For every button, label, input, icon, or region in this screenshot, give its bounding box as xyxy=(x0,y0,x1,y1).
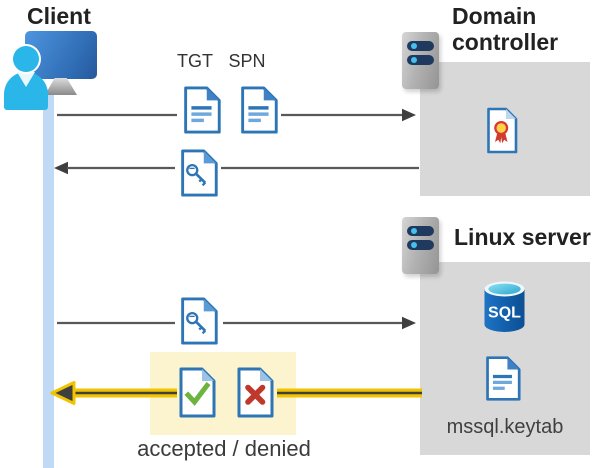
ticket-arrow-left xyxy=(54,161,419,175)
result-arrow-left xyxy=(50,381,422,405)
check-icon xyxy=(184,381,211,406)
cross-icon xyxy=(245,384,266,405)
keytab-document-icon xyxy=(486,356,521,401)
denied-document-icon xyxy=(237,367,274,418)
server-bar-icon xyxy=(407,41,434,51)
keytab-file-label: mssql.keytab xyxy=(446,416,564,438)
linux-server-title: Linux server xyxy=(454,224,591,250)
key-document-icon xyxy=(181,297,218,345)
accepted-denied-label: accepted / denied xyxy=(137,436,311,461)
arrowhead-right-icon xyxy=(402,108,416,122)
sql-badge-text: SQL xyxy=(488,305,521,322)
linux-server-icon xyxy=(402,217,439,274)
tgt-label: TGT xyxy=(177,51,213,71)
server-led-icon xyxy=(411,57,417,63)
server-bar-icon xyxy=(407,240,434,250)
accepted-document-icon xyxy=(179,367,216,418)
server-led-icon xyxy=(411,43,417,49)
tgt-document-icon xyxy=(184,86,221,134)
domain-controller-title: Domain controller xyxy=(452,3,559,55)
server-bar-icon xyxy=(407,226,434,236)
service-request-arrow-right xyxy=(57,316,416,330)
arrowhead-left-icon xyxy=(54,161,68,175)
user-collar xyxy=(17,72,35,87)
client-title: Client xyxy=(27,3,91,29)
arrowhead-right-icon xyxy=(402,316,416,330)
server-bar-icon xyxy=(407,55,434,65)
spn-document-icon xyxy=(241,86,278,134)
server-led-icon xyxy=(411,228,417,234)
key-document-icon xyxy=(181,149,218,197)
client-lifeline xyxy=(43,92,54,468)
server-led-icon xyxy=(411,242,417,248)
certificate-icon xyxy=(487,107,518,154)
spn-label: SPN xyxy=(228,51,266,71)
user-icon xyxy=(4,72,48,110)
request-arrow-right xyxy=(57,108,416,122)
user-head-icon xyxy=(13,46,39,72)
monitor-stand xyxy=(45,78,77,95)
arrowhead-left-gold-icon xyxy=(50,381,76,405)
sql-database-icon: SQL xyxy=(484,281,525,332)
domain-controller-server-icon xyxy=(402,32,439,89)
